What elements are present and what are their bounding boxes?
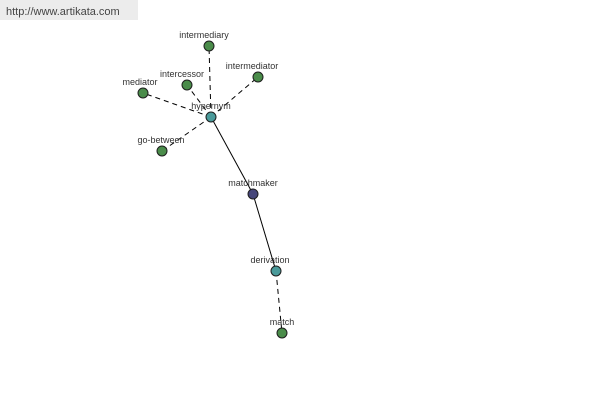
node-label[interactable]: intermediary [179,30,229,40]
node-go-between[interactable]: go-between [137,135,185,157]
edge-matchmaker-derivation [252,193,277,272]
edge-hypernym-intermediator [210,76,259,118]
node-circle[interactable] [205,111,217,123]
node-circle[interactable] [137,87,149,99]
edge-hypernym-intermediary [208,45,212,118]
node-circle[interactable] [276,327,288,339]
edge-hypernym-intercessor [186,84,212,118]
node-circle[interactable] [156,145,168,157]
node-circle[interactable] [270,265,282,277]
node-intermediary[interactable]: intermediary [179,30,229,52]
node-label[interactable]: hypernym [191,101,231,111]
node-circle[interactable] [181,79,193,91]
node-circle[interactable] [203,40,215,52]
watermark-background [0,0,138,20]
node-label[interactable]: intermediator [226,61,279,71]
edge-hypernym-go-between [161,116,212,152]
watermark: http://www.artikata.com [0,0,138,20]
node-label[interactable]: intercessor [160,69,204,79]
node-intercessor[interactable]: intercessor [160,69,204,91]
node-derivation[interactable]: derivation [250,255,290,277]
edge-derivation-match [275,270,283,334]
node-label[interactable]: matchmaker [228,178,278,188]
node-label[interactable]: go-between [137,135,184,145]
edges-layer [142,45,283,334]
edge-hypernym-matchmaker [210,116,254,195]
node-label[interactable]: mediator [122,77,157,87]
node-circle[interactable] [252,71,264,83]
watermark-text[interactable]: http://www.artikata.com [6,6,120,18]
node-label[interactable]: match [270,317,295,327]
node-match[interactable]: match [270,317,295,339]
nodes-layer: intermediary intercessor intermediator medi… [122,30,295,339]
node-hypernym[interactable]: hypernym [191,101,231,123]
node-label[interactable]: derivation [250,255,289,265]
node-circle[interactable] [247,188,259,200]
node-mediator[interactable]: mediator [122,77,158,99]
node-intermediator[interactable]: intermediator [226,61,279,83]
edge-hypernym-mediator [142,92,212,118]
node-matchmaker[interactable]: matchmaker [228,178,278,200]
